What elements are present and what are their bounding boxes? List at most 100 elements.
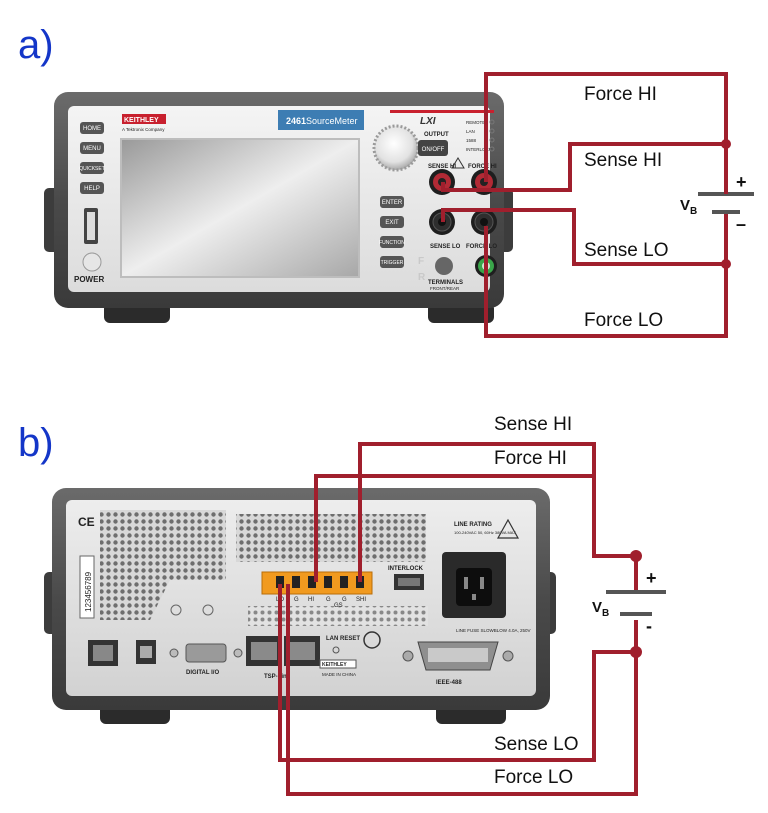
force-hi-wire-label: Force HI xyxy=(584,84,657,105)
sense-lo-label: SENSE LO xyxy=(430,244,461,250)
svg-text:1588: 1588 xyxy=(466,138,477,143)
exit-button[interactable] xyxy=(380,216,404,228)
digital-io-label: DIGITAL I/O xyxy=(186,670,219,676)
force-lo-wire xyxy=(484,214,728,338)
svg-text:SHI: SHI xyxy=(356,597,366,603)
sense-hi-junction xyxy=(721,139,731,149)
sense-hi-wire xyxy=(441,142,726,192)
terminals-switch[interactable] xyxy=(435,257,453,275)
rear-vent-middle xyxy=(248,606,428,626)
svg-text:TRIGGER: TRIGGER xyxy=(381,260,404,266)
junction-positive xyxy=(630,550,642,562)
status-indicators: REMOTE LAN 1588 INTERLOCK xyxy=(466,119,495,152)
model-name: SourceMeter xyxy=(306,116,358,126)
enter-button[interactable] xyxy=(380,196,404,208)
warning-icon xyxy=(451,157,465,169)
keithley-rear-label: KEITHLEY xyxy=(322,662,347,668)
panel-b-label: b) xyxy=(18,421,54,465)
home-button[interactable] xyxy=(80,122,104,134)
etl-mark xyxy=(363,631,381,649)
lan-reset-button[interactable] xyxy=(332,646,340,654)
sense-lo-wire-label-b: Sense LO xyxy=(494,734,579,755)
power-button[interactable] xyxy=(82,252,102,272)
trigger-button[interactable] xyxy=(380,256,404,268)
svg-text:ON/OFF: ON/OFF xyxy=(422,147,445,153)
sense-hi-label: SENSE HI xyxy=(428,164,456,170)
rear-panel-instrument: CE 123456789 LINE RATING 100-240VAC 50, … xyxy=(44,488,556,724)
sense-lo-junction xyxy=(721,259,731,269)
svg-text:FUNCTION: FUNCTION xyxy=(379,240,405,246)
svg-text:INTERLOCK: INTERLOCK xyxy=(466,147,492,152)
force-hi-wire-b xyxy=(314,474,596,582)
svg-text:G: G xyxy=(326,597,331,603)
model-number: 2461 xyxy=(286,116,306,126)
battery-plus-sign: + xyxy=(736,172,747,192)
help-button[interactable] xyxy=(80,182,104,194)
svg-text:G: G xyxy=(294,597,299,603)
svg-text:QUICKSET: QUICKSET xyxy=(79,166,105,172)
svg-text:MENU: MENU xyxy=(83,146,101,152)
interlock-label: INTERLOCK xyxy=(388,566,424,572)
svg-text:HELP: HELP xyxy=(84,186,100,192)
svg-text:100-240VAC 50, 60Hz 380VA MAX: 100-240VAC 50, 60Hz 380VA MAX xyxy=(454,530,516,535)
battery-plus-sign-b: + xyxy=(646,568,657,588)
terminals-label: TERMINALS xyxy=(428,280,463,286)
made-in-label: MADE IN CHINA xyxy=(322,672,356,677)
lan-reset-label: LAN RESET xyxy=(326,636,360,642)
sense-hi-wire-b xyxy=(358,442,636,582)
function-button[interactable] xyxy=(380,236,404,248)
panel-a-wires: + – VB Force HI Sense HI Sense LO Force … xyxy=(441,72,754,338)
force-hi-wire-label-b: Force HI xyxy=(494,448,567,469)
digital-io-connector xyxy=(185,643,227,663)
lxi-logo: LXI xyxy=(420,116,436,127)
navigation-knob[interactable] xyxy=(372,124,420,172)
svg-text:HOME: HOME xyxy=(83,126,101,132)
sense-hi-wire-label-b: Sense HI xyxy=(494,414,572,435)
sense-lo-wire-label: Sense LO xyxy=(584,240,669,261)
force-lo-wire-b xyxy=(286,584,638,796)
output-onoff-button[interactable] xyxy=(418,140,448,156)
rear-indicator: R xyxy=(418,272,426,283)
battery-minus-sign-b: - xyxy=(646,616,652,636)
panel-b-wires: + - VB Sense HI Force HI Sense LO Force … xyxy=(278,414,666,796)
model-badge xyxy=(278,110,364,130)
svg-text:REMOTE: REMOTE xyxy=(466,120,485,125)
panel-a-label: a) xyxy=(18,23,54,67)
tsp-link-label: TSP-Link xyxy=(264,674,291,680)
rear-vent-left xyxy=(100,510,226,620)
battery-minus-sign: – xyxy=(736,214,746,234)
keithley-logo xyxy=(122,114,166,124)
line-fuse-label: LINE FUSE SLOWBLOW 4.0A, 250V xyxy=(456,628,531,633)
svg-text:G: G xyxy=(342,597,347,603)
force-lo-wire-label-b: Force LO xyxy=(494,767,573,788)
force-lo-wire-label: Force LO xyxy=(584,310,663,331)
ieee-488-label: IEEE-488 xyxy=(436,680,462,686)
ce-mark: CE xyxy=(78,515,95,529)
brand-text: KEITHLEY xyxy=(124,117,159,124)
sense-hi-wire-label: Sense HI xyxy=(584,150,662,171)
force-hi-wire xyxy=(484,72,728,182)
svg-text:EXIT: EXIT xyxy=(385,220,399,226)
line-rating-label: LINE RATING xyxy=(454,522,492,528)
force-hi-label: FORCE HI xyxy=(468,164,497,170)
quickset-button[interactable] xyxy=(80,162,104,174)
warning-icon-rear xyxy=(496,518,520,539)
svg-text:LAN: LAN xyxy=(466,129,475,134)
rear-vent-top xyxy=(236,514,426,562)
right-button-column: ENTER EXIT FUNCTION TRIGGER xyxy=(379,196,405,268)
power-label: POWER xyxy=(74,275,104,284)
left-button-column: HOME MENU QUICKSET HELP xyxy=(79,122,105,194)
front-panel-instrument: KEITHLEY A Tektronix Company 2461 Source… xyxy=(44,92,513,323)
output-label: OUTPUT xyxy=(424,132,449,138)
brand-subtext: A Tektronix Company xyxy=(122,127,165,132)
serial-number: 123456789 xyxy=(84,571,93,612)
svg-text:HI: HI xyxy=(308,597,314,603)
front-terminals xyxy=(429,169,497,277)
vb-label: VB xyxy=(680,197,697,217)
svg-text:ENTER: ENTER xyxy=(382,200,403,206)
vb-label-b: VB xyxy=(592,599,609,619)
svg-text:FRONT/REAR: FRONT/REAR xyxy=(430,286,460,291)
svg-text:GS: GS xyxy=(334,603,343,609)
menu-button[interactable] xyxy=(80,142,104,154)
